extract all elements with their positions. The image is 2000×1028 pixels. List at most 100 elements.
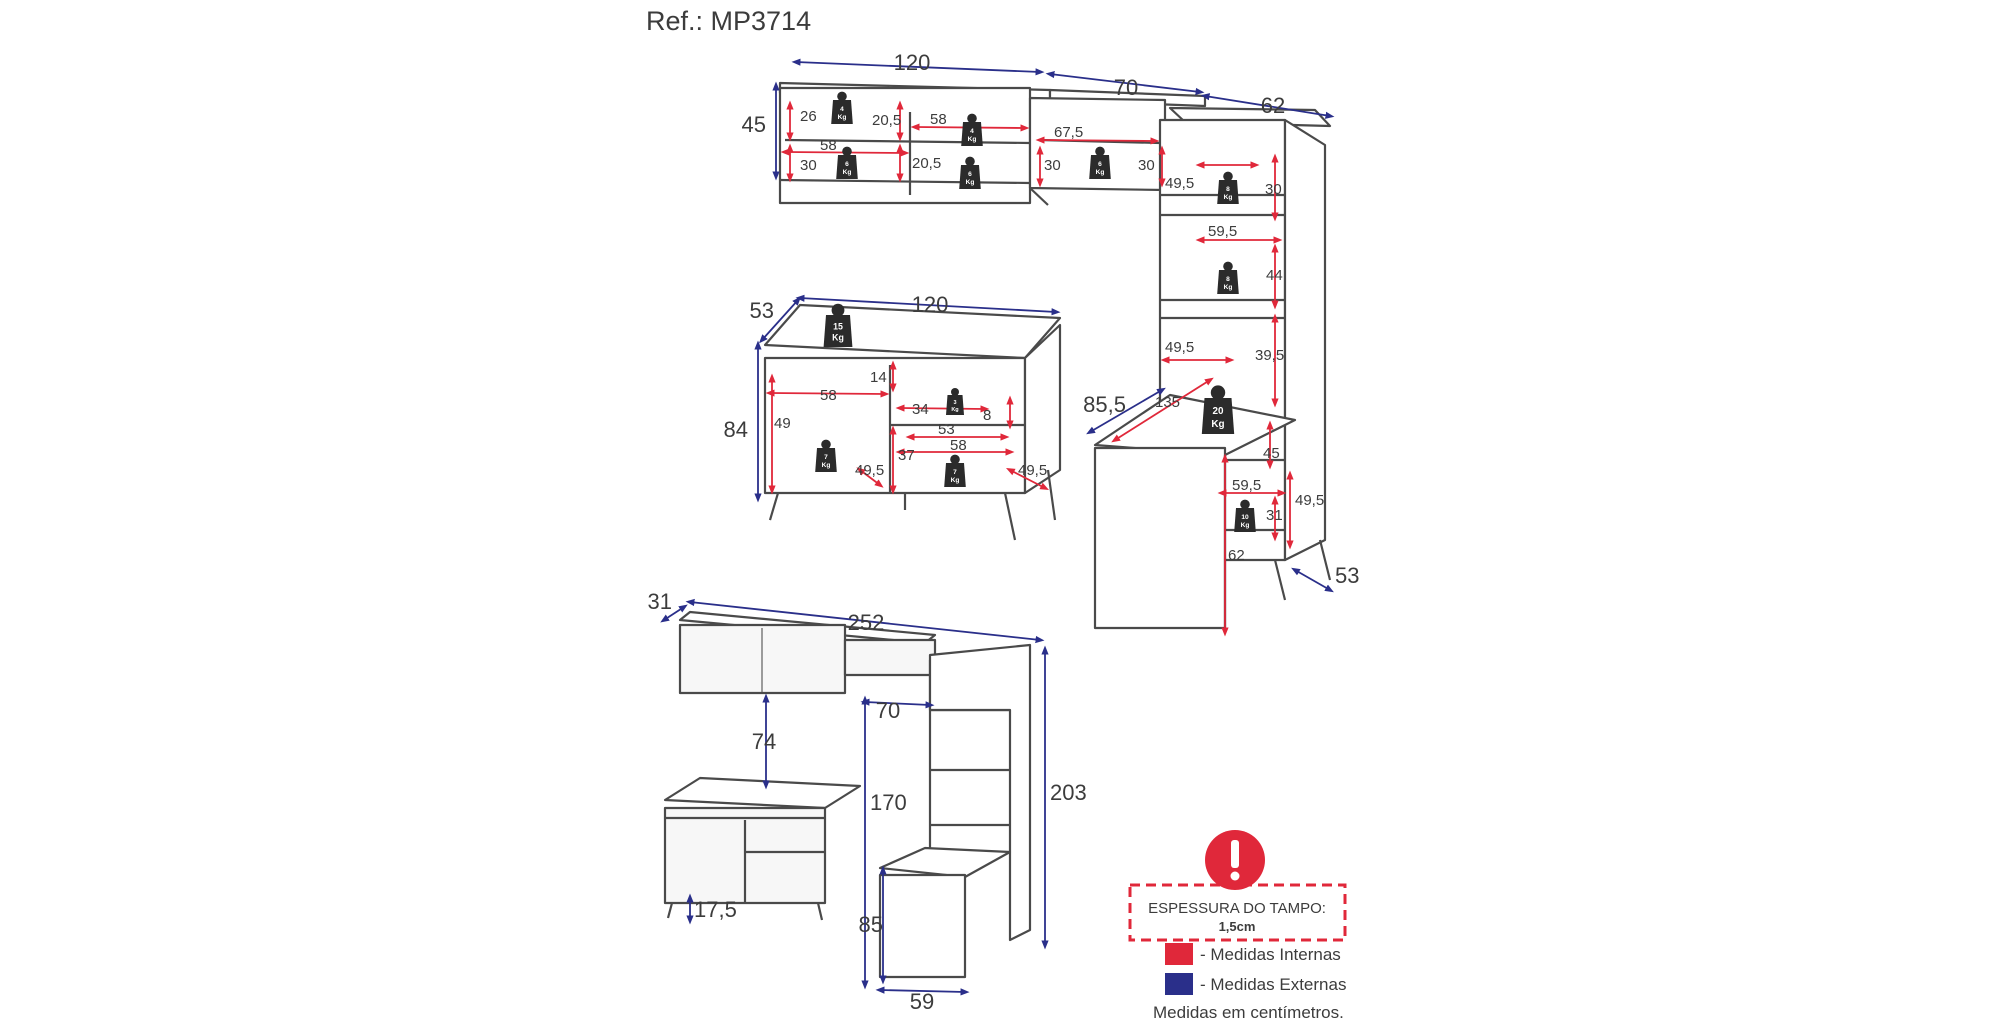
units-footnote: Medidas em centímetros. [1153, 1003, 1344, 1022]
dim-31-t: 31 [1266, 507, 1283, 524]
base-cabinet [763, 303, 1062, 541]
legend-label-internal: - Medidas Internas [1200, 945, 1341, 964]
svg-text:Kg: Kg [951, 477, 960, 484]
svg-text:Kg: Kg [1224, 284, 1233, 291]
svg-text:8: 8 [1226, 276, 1230, 283]
dim-31-front: 31 [648, 589, 672, 614]
base-side [1023, 323, 1062, 495]
dim-53-base-int: 53 [938, 421, 955, 438]
tabletop-note-value: 1,5cm [1219, 919, 1256, 934]
svg-text:Kg: Kg [843, 169, 852, 176]
dim-58-base-b: 58 [950, 437, 967, 454]
weight-icon: 10 Kg [1234, 499, 1256, 532]
svg-text:Kg: Kg [1241, 522, 1250, 529]
weight-icon: 15 Kg [823, 303, 853, 347]
desk-panel [1093, 446, 1227, 630]
dim-74-front: 74 [752, 729, 776, 754]
dim-30-b: 30 [1044, 157, 1061, 174]
dim-45-t: 45 [1263, 445, 1280, 462]
svg-text:20: 20 [1212, 406, 1224, 417]
dim-8: 8 [983, 407, 991, 424]
dim-49-5-t1: 49,5 [1165, 175, 1194, 192]
legend-label-external: - Medidas Externas [1200, 975, 1346, 994]
dim-20-5-b: 20,5 [912, 155, 941, 172]
svg-text:15: 15 [833, 321, 843, 331]
front-base-top [663, 776, 862, 810]
svg-text:8: 8 [1226, 186, 1230, 193]
dim-30-t: 30 [1265, 181, 1282, 198]
dim-135-desk: 135 [1155, 394, 1180, 411]
dim-14: 14 [870, 369, 887, 386]
internal-dimensions [765, 100, 1294, 637]
weight-icon: 6 Kg [959, 156, 981, 189]
weight-icon: 6 Kg [836, 146, 858, 179]
internal-labels: 26 20,5 58 67,5 58 30 20,5 30 30 49,5 30… [774, 108, 1324, 564]
external-labels: 120 70 62 45 53 120 84 85,5 53 31 252 74… [648, 50, 1360, 1014]
dim-17-5-front: 17,5 [694, 897, 737, 922]
svg-text:4: 4 [970, 128, 974, 135]
svg-text:Kg: Kg [966, 179, 975, 186]
dim-44-t: 44 [1266, 267, 1283, 284]
dim-120-base: 120 [912, 292, 949, 317]
svg-text:Kg: Kg [838, 114, 847, 121]
tower-unit [1093, 118, 1332, 630]
dim-37: 37 [898, 447, 915, 464]
svg-text:6: 6 [845, 161, 849, 168]
dim-45-upper: 45 [742, 112, 766, 137]
weight-icon: 20 Kg [1201, 385, 1235, 434]
front-view [663, 610, 1032, 979]
dim-49-5-base-a: 49,5 [855, 462, 884, 479]
dim-53-tower: 53 [1335, 563, 1359, 588]
dim-30-c: 30 [1138, 157, 1155, 174]
dim-59-5-t1: 59,5 [1208, 223, 1237, 240]
tabletop-note-title: ESPESSURA DO TAMPO: [1148, 900, 1326, 917]
dim-252-front: 252 [848, 610, 885, 635]
dim-85-5-desk: 85,5 [1083, 392, 1126, 417]
dim-49-5-t3: 49,5 [1295, 492, 1324, 509]
dim-120-upper: 120 [894, 50, 931, 75]
weight-icon: 8 Kg [1217, 261, 1239, 294]
svg-text:Kg: Kg [1224, 194, 1233, 201]
dim-170-front: 170 [870, 790, 907, 815]
dim-20-5-a: 20,5 [872, 112, 901, 129]
legend-swatch-external [1165, 973, 1193, 995]
svg-text:10: 10 [1241, 514, 1249, 521]
weight-icon: 7 Kg [944, 454, 966, 487]
svg-text:7: 7 [824, 454, 828, 461]
upper-left-box [778, 86, 1032, 205]
dim-85-front: 85 [859, 912, 883, 937]
svg-text:Kg: Kg [832, 333, 844, 343]
svg-text:7: 7 [953, 469, 957, 476]
weight-icon: 7 Kg [815, 439, 837, 472]
dim-49-5-base-b: 49,5 [1018, 462, 1047, 479]
dim-34: 34 [912, 401, 929, 418]
dim-67-5: 67,5 [1054, 124, 1083, 141]
front-desk-top [878, 846, 1012, 879]
external-dimensions [660, 58, 1335, 996]
svg-text:6: 6 [968, 171, 972, 178]
dim-49-base: 49 [774, 415, 791, 432]
dim-59-5-t2: 59,5 [1232, 477, 1261, 494]
weight-icon: 3 Kg [946, 388, 964, 415]
dim-58-upper-a: 58 [930, 111, 947, 128]
weight-icon: 8 Kg [1217, 171, 1239, 204]
ref-title: Ref.: MP3714 [646, 6, 811, 36]
tower-side [1283, 118, 1327, 562]
front-desk-panel [878, 873, 967, 979]
dim-59-front: 59 [910, 989, 934, 1014]
svg-text:6: 6 [1098, 161, 1102, 168]
weight-icon: 4 Kg [961, 113, 983, 146]
svg-text:Kg: Kg [968, 136, 977, 143]
dim-84-base: 84 [724, 417, 748, 442]
dim-62-desk: 62 [1228, 547, 1245, 564]
dim-30-a: 30 [800, 157, 817, 174]
svg-text:Kg: Kg [822, 462, 831, 469]
dim-62-upper: 62 [1261, 93, 1285, 118]
legend-swatch-internal [1165, 943, 1193, 965]
dim-203-front: 203 [1050, 780, 1087, 805]
svg-text:3: 3 [953, 400, 956, 406]
dim-53-base: 53 [750, 298, 774, 323]
svg-text:Kg: Kg [1096, 169, 1105, 176]
front-upper-mid [843, 638, 937, 677]
